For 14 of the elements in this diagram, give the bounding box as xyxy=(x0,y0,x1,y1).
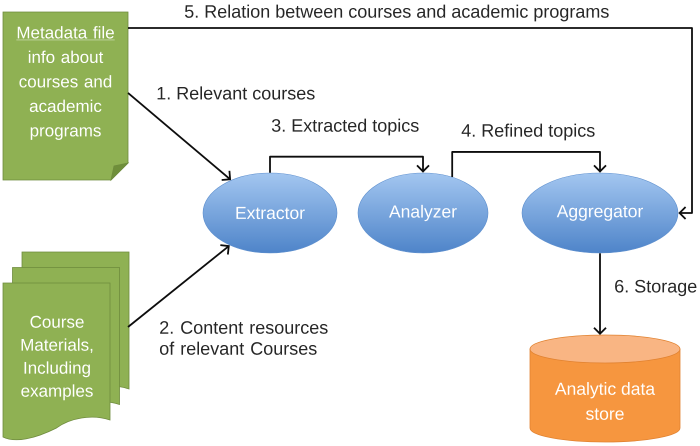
arrow xyxy=(127,92,232,181)
arrow xyxy=(593,253,607,335)
arrow xyxy=(269,156,430,173)
edge-label: 1. Relevant courses xyxy=(155,85,316,101)
edge-label: 3. Extracted topics xyxy=(270,118,420,136)
document-stack: Course Materials, Including examples xyxy=(2,252,130,440)
edge-label: 5. Relation between courses and academic programs xyxy=(183,4,610,22)
arrow xyxy=(127,244,230,328)
edge-label: 6. Storage xyxy=(613,278,698,298)
edge-label: 2. Content resources of relevant Courses xyxy=(158,320,342,356)
edge-label: 4. Refined topics xyxy=(460,122,596,142)
arrow xyxy=(451,151,607,177)
arrow xyxy=(128,27,693,220)
database-cylinder: Analytic data store xyxy=(530,334,680,442)
